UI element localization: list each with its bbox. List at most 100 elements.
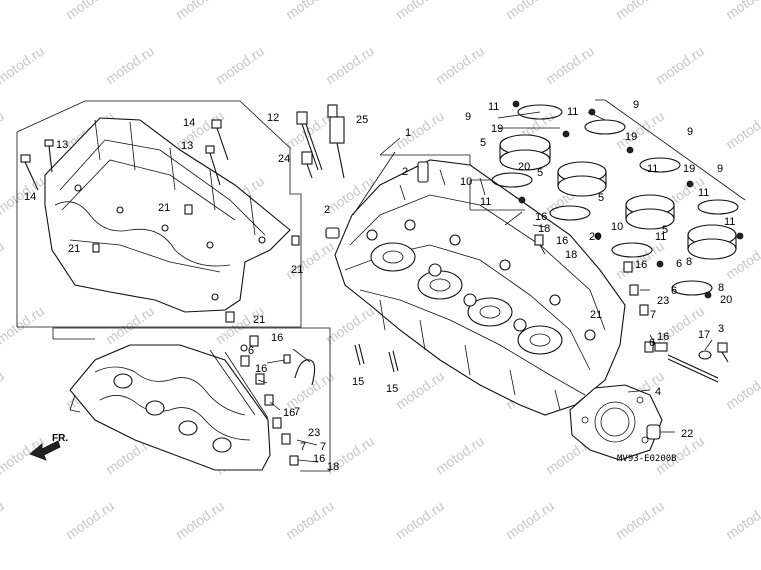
callout-18: 18 xyxy=(538,223,550,235)
front-arrow-icon xyxy=(29,440,61,461)
valve-cover-group-box xyxy=(16,100,302,328)
callout-23: 23 xyxy=(308,427,320,439)
callout-24: 24 xyxy=(278,153,290,165)
cover-bolt-13b xyxy=(205,145,221,186)
watermark-text: motod.ru xyxy=(503,498,557,543)
callout-9: 9 xyxy=(633,99,639,111)
watermark-text: motod.ru xyxy=(0,0,7,22)
callout-11: 11 xyxy=(488,101,499,113)
callout-15: 15 xyxy=(386,383,398,395)
insulator-5a xyxy=(499,134,551,171)
plug-24 xyxy=(301,151,313,179)
watermark-text: motod.ru xyxy=(613,108,667,153)
callout-20: 20 xyxy=(518,161,530,173)
insulator-5d xyxy=(687,224,737,260)
callout-16: 16 xyxy=(635,259,647,271)
callout-4: 4 xyxy=(655,386,661,398)
callout-19: 19 xyxy=(491,123,503,135)
callout-9: 9 xyxy=(717,163,723,175)
grommets-21 xyxy=(92,204,300,323)
watermark-text: motod.ru xyxy=(103,303,157,348)
watermark-text: motod.ru xyxy=(393,108,447,153)
callout-22: 22 xyxy=(681,428,693,440)
callout-5: 5 xyxy=(598,192,604,204)
callout-16: 16 xyxy=(255,363,267,375)
callout-12: 12 xyxy=(267,112,279,124)
watermark-text: motod.ru xyxy=(723,498,761,543)
callout-11: 11 xyxy=(724,216,735,228)
watermark-text: motod.ru xyxy=(0,303,47,348)
washer-17 xyxy=(698,350,712,360)
watermark-text: motod.ru xyxy=(173,0,227,22)
callout-8: 8 xyxy=(686,256,692,268)
callout-16: 16 xyxy=(535,211,547,223)
dowel-22 xyxy=(646,424,661,440)
watermark-text: motod.ru xyxy=(0,238,7,283)
watermark-text: motod.ru xyxy=(613,498,667,543)
drawing-code: MV93-E0200B xyxy=(617,454,677,464)
callout-20: 20 xyxy=(589,231,601,243)
watermark-text: motod.ru xyxy=(393,368,447,413)
callout-3: 3 xyxy=(718,323,724,335)
callout-11: 11 xyxy=(647,163,658,175)
stud-15b xyxy=(388,350,399,373)
callout-6: 6 xyxy=(676,258,682,270)
callout-21: 21 xyxy=(291,264,303,276)
leader-lines xyxy=(257,99,746,463)
plug-cap-12 xyxy=(296,111,323,171)
callout-18: 18 xyxy=(327,461,339,473)
insulator-5c xyxy=(625,194,675,230)
head-gasket xyxy=(569,384,663,461)
callout-23: 23 xyxy=(657,295,669,307)
callout-6: 6 xyxy=(649,337,655,349)
watermark-text: motod.ru xyxy=(723,368,761,413)
watermark-text: motod.ru xyxy=(393,0,447,22)
callout-6: 6 xyxy=(671,285,677,297)
cover-bolt-13a xyxy=(44,139,54,173)
callout-14: 14 xyxy=(24,191,36,203)
vacuum-fittings xyxy=(325,161,668,353)
callout-21: 21 xyxy=(590,309,602,321)
watermark-text: motod.ru xyxy=(723,108,761,153)
watermark-text: motod.ru xyxy=(323,43,377,88)
callout-8: 8 xyxy=(718,282,724,294)
watermark-text: motod.ru xyxy=(63,0,117,22)
callout-21: 21 xyxy=(158,202,170,214)
watermark-text: motod.ru xyxy=(283,368,337,413)
watermark-text: motod.ru xyxy=(63,498,117,543)
callout-16: 16 xyxy=(313,453,325,465)
callout-7: 7 xyxy=(320,441,326,453)
watermark-text: motod.ru xyxy=(283,498,337,543)
callout-5: 5 xyxy=(480,137,486,149)
cover-bolt-14b xyxy=(211,119,229,161)
callout-11: 11 xyxy=(567,106,578,118)
callout-20: 20 xyxy=(720,294,732,306)
callout-16: 16 xyxy=(556,235,568,247)
callout-11: 11 xyxy=(480,196,491,208)
callout-13: 13 xyxy=(56,139,68,151)
callout-11: 11 xyxy=(698,187,709,199)
oil-line-parts xyxy=(240,335,316,466)
watermark-text: motod.ru xyxy=(433,43,487,88)
watermark-text: motod.ru xyxy=(173,498,227,543)
callout-18: 18 xyxy=(565,249,577,261)
callout-2: 2 xyxy=(402,166,408,178)
callout-5: 5 xyxy=(537,167,543,179)
callout-1: 1 xyxy=(405,127,411,139)
stud-long xyxy=(667,354,719,383)
callout-7: 7 xyxy=(650,309,656,321)
watermark-text: motod.ru xyxy=(0,108,7,153)
callout-16: 16 xyxy=(283,407,295,419)
bolt-3 xyxy=(717,342,729,363)
callout-15: 15 xyxy=(352,376,364,388)
callout-16: 16 xyxy=(271,332,283,344)
injector-group-box xyxy=(52,327,331,472)
watermark-text: motod.ru xyxy=(613,0,667,22)
stud-15a xyxy=(354,343,365,366)
watermark-text: motod.ru xyxy=(0,43,47,88)
callout-16: 16 xyxy=(657,331,669,343)
callout-25: 25 xyxy=(356,114,368,126)
injector-assembly xyxy=(69,344,271,471)
callout-19: 19 xyxy=(683,163,695,175)
